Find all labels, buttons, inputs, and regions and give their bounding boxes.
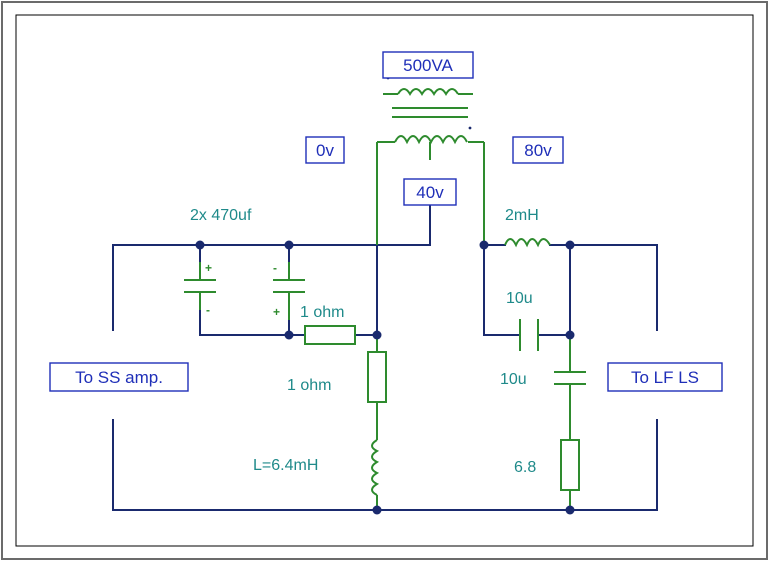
inductor-6-4mh <box>371 439 380 496</box>
svg-text:To SS amp.: To SS amp. <box>75 368 163 387</box>
capacitor-470uf-2 <box>273 279 305 293</box>
capacitor-10u-shunt <box>554 371 586 385</box>
cap2-minus-sign: - <box>273 261 277 275</box>
inner-frame <box>15 14 754 547</box>
resistor-vertical-value: 1 ohm <box>287 377 331 394</box>
wires <box>112 204 658 511</box>
svg-text:To LF LS: To LF LS <box>631 368 699 387</box>
svg-text:500VA: 500VA <box>403 56 453 75</box>
svg-text:40v: 40v <box>416 183 444 202</box>
capacitor-470uf-1 <box>184 279 216 293</box>
cap1-plus-sign: + <box>205 261 212 275</box>
inductor-2mh-value: 2mH <box>505 207 539 224</box>
tap-40v-label: 40v <box>403 178 457 206</box>
output-label: To LF LS <box>607 362 723 392</box>
resistor-shunt-value: 6.8 <box>514 459 536 476</box>
capacitor-10u-series <box>519 319 539 351</box>
capacitors-value: 2x 470uf <box>190 207 252 224</box>
transformer-secondary-coil <box>394 135 468 145</box>
svg-text:0v: 0v <box>316 141 334 160</box>
resistor-horizontal-value: 1 ohm <box>300 304 344 321</box>
junction-nodes <box>195 240 575 515</box>
input-label: To SS amp. <box>49 362 189 392</box>
tap-80v-label: 80v <box>512 136 564 164</box>
component-leads <box>199 141 571 510</box>
transformer-primary-coil <box>397 88 459 96</box>
tap-0v-label: 0v <box>305 136 345 164</box>
inductor-2mh <box>504 238 551 248</box>
transformer <box>383 76 473 145</box>
cap2-plus-sign: + <box>273 305 280 319</box>
transformer-rating-label: 500VA <box>382 51 474 79</box>
cap-series-value: 10u <box>506 290 533 307</box>
svg-text:80v: 80v <box>524 141 552 160</box>
resistor-6-8 <box>560 439 580 491</box>
cap-shunt-value: 10u <box>500 371 527 388</box>
resistor-1ohm-vertical <box>367 351 387 403</box>
inductor-6-4mh-value: L=6.4mH <box>253 457 318 474</box>
resistor-1ohm-horizontal <box>304 325 356 345</box>
cap1-minus-sign: - <box>206 303 210 317</box>
